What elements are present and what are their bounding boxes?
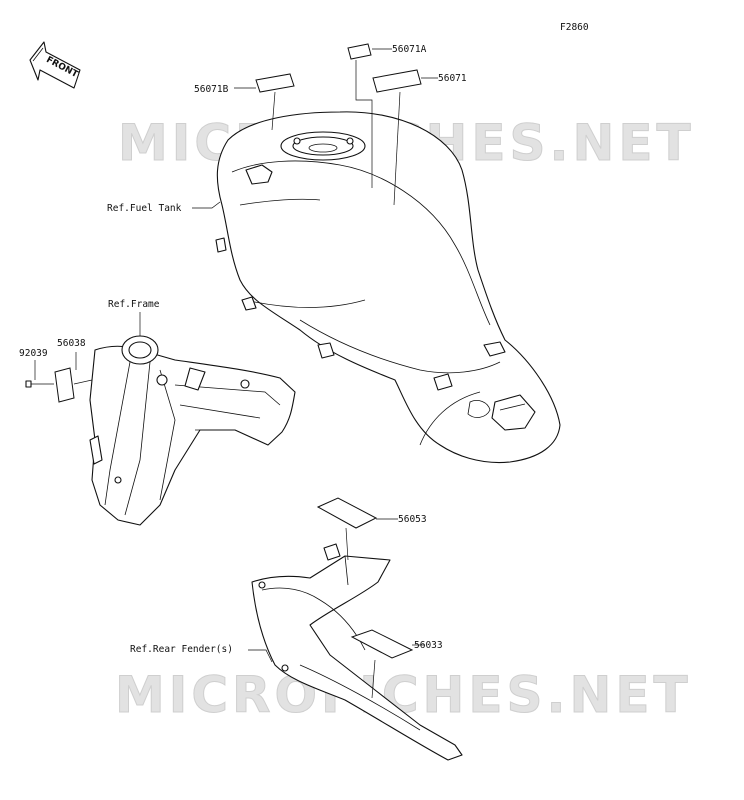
part-number-56071b: 56071B: [194, 84, 229, 95]
fuel-tank-drawing: [215, 111, 561, 464]
part-number-92039: 92039: [19, 348, 48, 359]
label-56033-shape: [350, 629, 414, 659]
ref-rear-fender-label: Ref.Rear Fender(s): [130, 644, 233, 655]
label-56071b-shape: [255, 73, 295, 93]
watermark-bottom: MICROFICHES.NET: [115, 666, 692, 724]
ref-frame-label: Ref.Frame: [108, 299, 160, 310]
part-number-56071: 56071: [438, 73, 467, 84]
label-56071-shape: [372, 69, 422, 93]
part-number-56033: 56033: [414, 640, 443, 651]
label-56053-shape: [316, 497, 378, 529]
part-number-56071a: 56071A: [392, 44, 427, 55]
screw-92039-icon: [25, 380, 54, 388]
frame-drawing: [89, 335, 296, 526]
rear-fender-drawing: [251, 543, 463, 761]
label-56038-shape: [54, 367, 75, 403]
figure-code: F2860: [560, 22, 589, 33]
label-56071a-shape: [347, 43, 372, 60]
part-number-56053: 56053: [398, 514, 427, 525]
part-number-56038: 56038: [57, 338, 86, 349]
ref-fuel-tank-label: Ref.Fuel Tank: [107, 203, 182, 214]
front-arrow-icon: FRONT: [29, 41, 81, 89]
